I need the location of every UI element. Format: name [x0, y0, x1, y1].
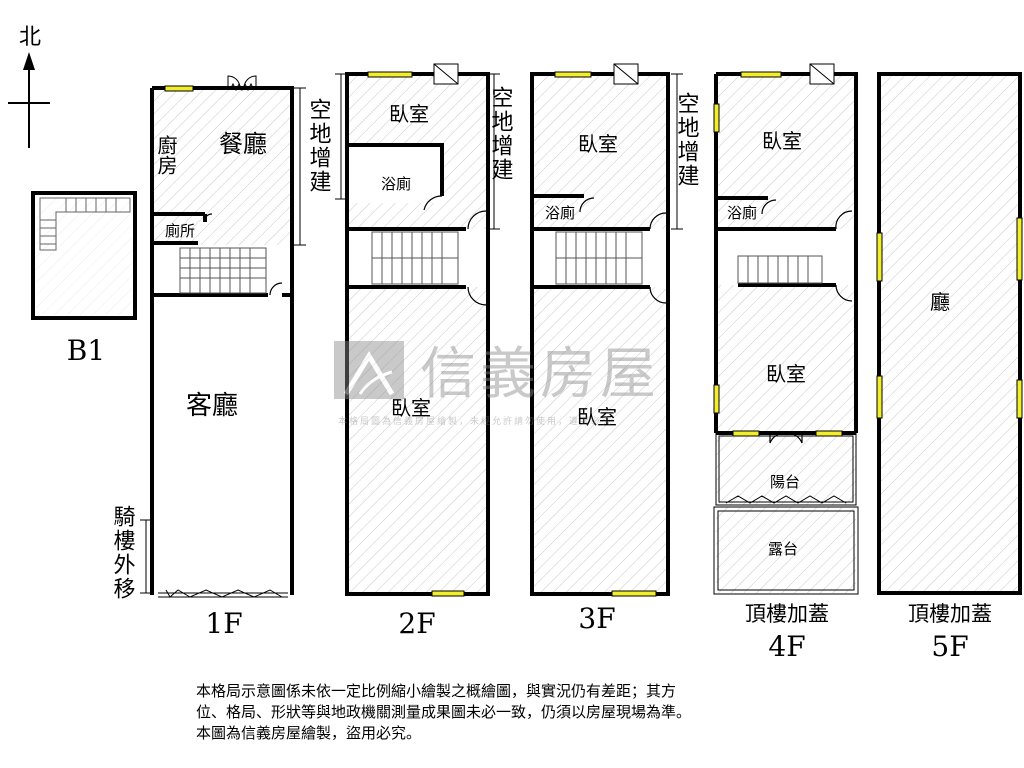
1f-living-label: 客廳 — [186, 391, 238, 421]
4f-window-balcony-left-icon — [732, 430, 760, 437]
5f-window-west-upper-icon — [876, 232, 883, 282]
4f-window-north-icon — [740, 71, 782, 78]
4f-balcony-door-icon — [769, 432, 803, 444]
floor-5f: 廳 頂樓加蓋 5F — [876, 72, 1023, 663]
north-arrow-icon — [23, 52, 35, 70]
1f-kitchen-label: 廚房 — [154, 134, 178, 175]
4f-addition-label: 頂樓加蓋 — [745, 602, 829, 626]
3f-stair-icon — [555, 231, 643, 285]
3f-door-south-icon — [649, 286, 667, 304]
floor-1f: 廚房 餐廳 廁所 客廳 空地增建 騎樓外移 1F — [110, 75, 332, 640]
4f-floor-label: 4F — [768, 630, 805, 663]
4f-window-balcony-right-icon — [815, 430, 843, 437]
5f-window-east-upper-icon — [1016, 217, 1023, 281]
2f-door-south-icon — [467, 286, 487, 306]
5f-addition-label: 頂樓加蓋 — [908, 602, 992, 626]
b1-floor-label: B1 — [67, 334, 105, 367]
disclaimer-line-2: 位、格局、形狀等與地政機關測量成果圖未必一致，仍須以房屋現場為準。 — [196, 703, 692, 721]
5f-window-east-lower-icon — [1016, 379, 1023, 419]
2f-bath-door-icon — [423, 195, 443, 211]
watermark-brand-text: 信義房屋 — [420, 342, 660, 407]
2f-floor-label: 2F — [398, 607, 435, 640]
3f-bath-label: 浴廁 — [545, 204, 575, 222]
floor-3f: 臥室 浴廁 臥室 空地增建 3F — [530, 63, 700, 635]
3f-door-north-icon — [649, 212, 667, 230]
2f-window-south-icon — [431, 590, 465, 597]
5f-window-west-lower-icon — [876, 375, 883, 419]
3f-floor-label: 3F — [578, 602, 615, 635]
4f-window-west-south-icon — [713, 384, 720, 414]
1f-toilet-label: 廁所 — [165, 222, 195, 240]
4f-bedroom-north-label: 臥室 — [762, 129, 802, 153]
watermark-small-text: 本格局圖為信義房屋繪製，未經允許請勿使用，違者必究 — [338, 415, 613, 427]
4f-stair-icon — [737, 255, 823, 284]
brand-logo-icon — [334, 341, 404, 399]
3f-window-north-icon — [554, 71, 592, 78]
2f-bedroom-north-label: 臥室 — [389, 102, 429, 126]
1f-door-icon — [269, 282, 283, 296]
1f-storefront-door-icon — [158, 589, 288, 598]
3f-empty-lot-note: 空地增建 — [674, 92, 700, 188]
2f-empty-lot-note: 空地增建 — [488, 86, 514, 182]
floor-2f: 臥室 浴廁 臥室 空地增建 2F — [335, 63, 514, 640]
1f-empty-lot-note: 空地增建 — [306, 98, 332, 194]
floor-4f: 臥室 浴廁 臥室 陽台 露台 頂樓加蓋 4F — [713, 63, 859, 663]
1f-entry-door-icon — [227, 75, 257, 92]
disclaimer-line-1: 本格局示意圖係未依一定比例縮小繪製之概繪圖，與實況仍有差距；其方 — [196, 682, 677, 700]
2f-extension-bracket — [335, 73, 500, 230]
1f-floor-label: 1F — [205, 607, 242, 640]
1f-stair-icon — [179, 247, 267, 294]
4f-bath-label: 浴廁 — [727, 204, 757, 222]
4f-vent-icon — [809, 63, 835, 85]
4f-window-west-icon — [713, 103, 720, 133]
4f-terrace-label: 露台 — [768, 540, 798, 558]
4f-balcony-rail-icon — [725, 495, 847, 504]
floor-b1: B1 — [31, 191, 137, 367]
3f-window-south-icon — [611, 590, 657, 597]
brand-watermark: 信義房屋 本格局圖為信義房屋繪製，未經允許請勿使用，違者必究 — [334, 341, 660, 427]
1f-extension-bracket — [294, 87, 306, 246]
disclaimer-note: 本格局示意圖係未依一定比例縮小繪製之概繪圖，與實況仍有差距；其方 位、格局、形狀… — [196, 681, 896, 744]
north-compass: 北 — [8, 25, 50, 148]
2f-door-north-icon — [467, 210, 487, 230]
north-label: 北 — [19, 25, 41, 50]
2f-vent-icon — [433, 63, 459, 85]
4f-door-north-icon — [835, 210, 853, 230]
2f-bath-label: 浴廁 — [381, 175, 411, 193]
disclaimer-line-3: 本圖為信義房屋繪製，盜用必究。 — [196, 724, 422, 742]
4f-door-south-icon — [835, 284, 853, 302]
b1-stair-icon — [39, 197, 131, 251]
3f-bedroom-south-label: 臥室 — [577, 405, 617, 429]
3f-bedroom-north-label: 臥室 — [578, 132, 618, 156]
3f-vent-icon — [613, 63, 639, 85]
4f-bath-door-icon — [761, 199, 777, 215]
1f-dining-label: 餐廳 — [219, 130, 267, 158]
5f-hall-label: 廳 — [930, 290, 950, 314]
2f-bedroom-south-label: 臥室 — [391, 396, 431, 420]
3f-bath-door-icon — [579, 197, 595, 213]
1f-arcade-note: 騎樓外移 — [110, 505, 136, 601]
1f-toilet-door-icon — [203, 213, 213, 223]
1f-arcade-bracket — [140, 519, 152, 594]
3f-extension-bracket — [671, 73, 683, 230]
1f-window-icon — [164, 85, 194, 92]
2f-window-north-icon — [367, 71, 413, 78]
4f-balcony-label: 陽台 — [770, 473, 800, 491]
4f-bedroom-south-label: 臥室 — [766, 362, 806, 386]
5f-floor-label: 5F — [931, 630, 968, 663]
2f-stair-icon — [371, 231, 459, 285]
